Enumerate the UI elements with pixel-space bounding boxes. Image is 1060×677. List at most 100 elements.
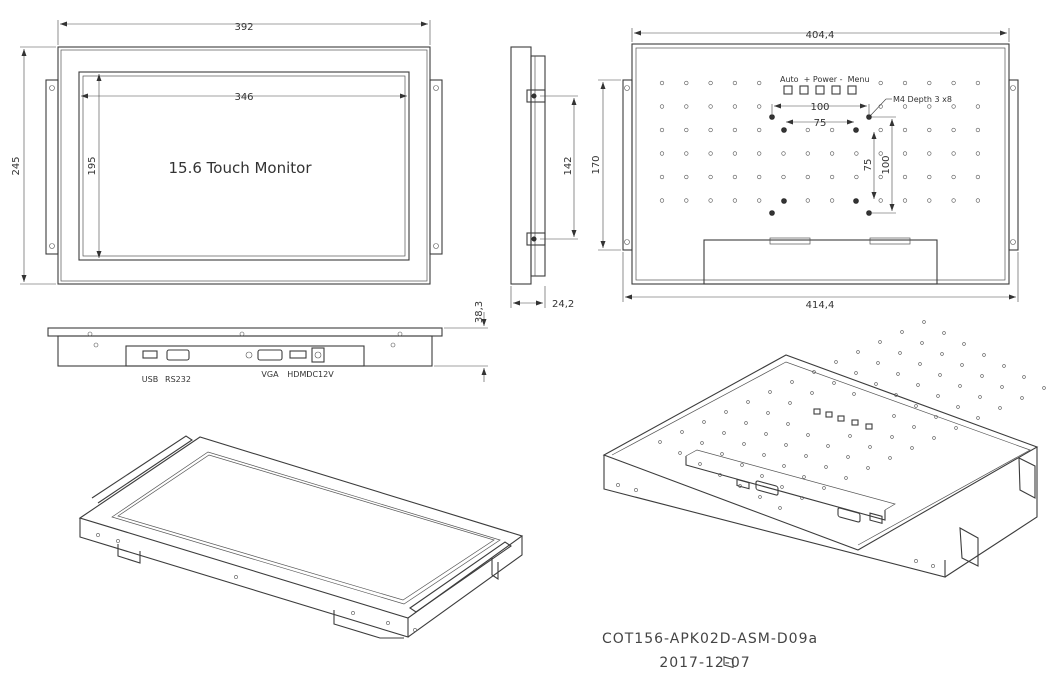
front-view [20,20,443,285]
vent-hole [878,104,883,109]
iso-vent-hole [874,382,878,386]
dim-hole-spacing: 142 [563,156,574,175]
vent-hole [902,127,908,133]
iso-vent-hole [878,340,882,344]
vent-hole [951,174,956,180]
iso-vent-hole [834,360,838,364]
iso-vent-hole [982,353,986,357]
vent-hole [902,198,908,203]
vent-hole [684,151,689,156]
iso-vent-hole [788,401,792,405]
port-label-vga: VGA [261,370,279,379]
vent-hole [805,198,810,203]
vent-hole [951,127,956,133]
dim-active-width: 346 [234,92,253,103]
iso-vent-hole [780,485,784,489]
vent-hole [829,127,835,133]
vent-hole [684,198,689,203]
vent-hole [757,80,762,86]
iso-vent-hole [916,383,920,387]
iso-vent-hole [958,384,962,388]
vent-hole [684,80,689,86]
vent-hole [927,80,932,86]
dim-rear-top-width: 404,4 [806,30,835,41]
iso-vent-hole [1022,375,1026,379]
vent-hole [659,104,665,109]
vent-hole [684,104,689,109]
vent-hole [684,174,689,180]
iso-vent-hole [898,351,902,355]
iso-rj-port [723,656,734,669]
iso-vent-hole [1000,385,1004,389]
vent-hole [878,198,883,203]
vent-hole [805,151,810,156]
iso-vent-hole [742,442,746,446]
iso-vent-hole [718,473,722,477]
iso-vent-hole [724,410,728,414]
iso-vent-hole [960,363,964,367]
iso-vent-hole [1020,396,1024,400]
vent-hole [757,151,762,156]
iso-vent-hole [700,441,704,445]
drawing-number: COT156-APK02D-ASM-D09a [602,631,818,647]
vent-hole [805,174,810,180]
dim-rear-height: 170 [591,155,602,174]
iso-vent-hole [918,362,922,366]
iso-vent-hole [942,331,946,335]
dim-vesa-100-v: 100 [881,155,892,174]
vent-hole [732,198,738,203]
dim-depth: 24,2 [552,299,574,310]
usb-port [142,350,158,359]
vent-hole [757,104,762,109]
iso-vent-hole [810,391,814,395]
port-label-usb: USB [142,375,158,384]
iso-vent-hole [846,455,850,459]
iso-usb-port [736,478,750,490]
iso-vent-hole [890,435,894,439]
vent-hole [732,80,738,86]
iso-vent-hole [912,425,916,429]
iso-vent-hole [762,453,766,457]
iso-vent-hole [744,421,748,425]
iso-vent-hole [934,415,938,419]
vent-hole [829,174,835,180]
iso-vent-hole [658,440,662,444]
iso-vent-hole [914,404,918,408]
iso-vent-hole [894,393,898,397]
bottom-view [47,312,488,382]
iso-vent-hole [678,451,682,455]
iso-dsub-port [837,507,861,523]
vent-hole [732,174,738,180]
vent-hole [951,198,956,203]
iso-vent-hole [954,426,958,430]
iso-vent-hole [922,320,926,324]
vent-hole [659,151,665,156]
vent-hole [902,151,908,156]
iso-osd-buttons [813,408,873,430]
dim-bottom-height: 38,3 [474,301,485,323]
vent-hole [757,174,762,180]
iso-vent-hole [760,474,764,478]
port-label-dc: DC12V [306,370,334,379]
vent-hole [975,127,981,133]
iso-vent-hole [800,496,804,500]
dim-vesa-75-h: 75 [814,118,827,129]
iso-vent-hole [848,434,852,438]
vent-hole [927,104,932,109]
rear-view [598,28,1019,302]
dc-port [311,347,325,363]
vent-hole [708,104,713,109]
iso-vent-hole [764,432,768,436]
iso-vent-hole [910,446,914,450]
vent-hole [684,127,689,133]
vent-hole [951,104,956,109]
iso-vent-hole [826,444,830,448]
vent-hole [878,151,883,156]
iso-vent-hole [786,422,790,426]
vent-hole [708,174,713,180]
osd-button-labels: Auto + Power - Menu [780,75,870,84]
iso-vent-hole [680,430,684,434]
vent-hole [951,80,956,86]
vent-hole [829,151,835,156]
iso-vga-port [755,480,779,496]
